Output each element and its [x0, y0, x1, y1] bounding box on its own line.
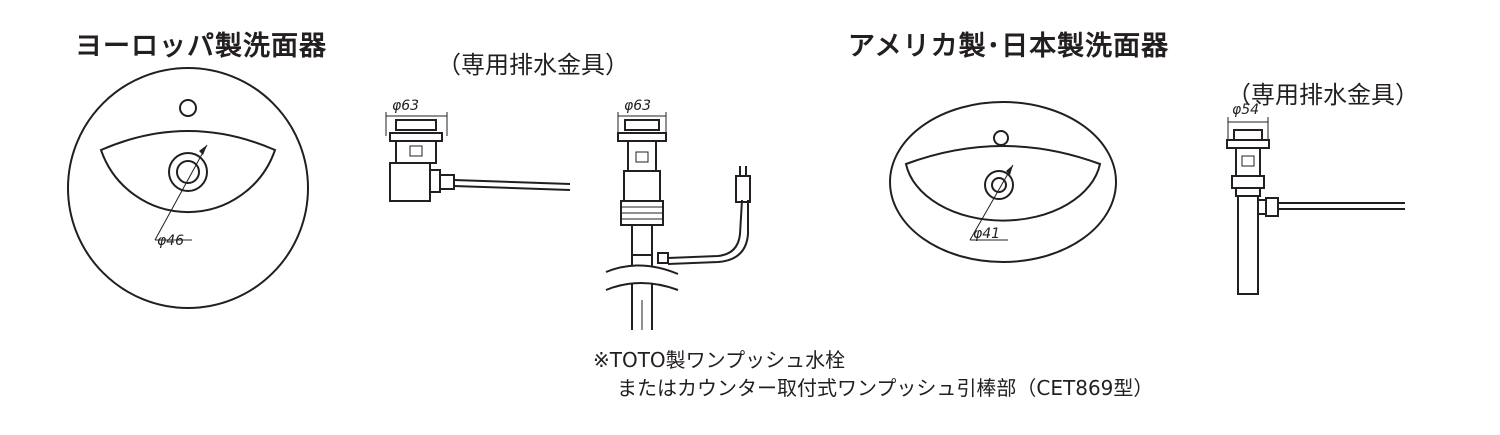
note-line-2: またはカウンター取付式ワンプッシュ引棒部（CET869型） [617, 376, 1154, 400]
faucet-hole-icon [993, 130, 1009, 146]
european-drain-2-drawing: φ63 [605, 98, 751, 330]
drain-2-dimension: φ63 [624, 98, 651, 114]
note-line-1: ※TOTO製ワンプッシュ水栓 [593, 348, 846, 372]
american-japanese-basin-title: アメリカ製･日本製洗面器 [848, 31, 1170, 62]
american-basin-drawing: φ41 [889, 101, 1117, 263]
american-drain-dimension: φ54 [1232, 102, 1259, 118]
american-drain-drawing: φ54 [1226, 102, 1405, 295]
european-drain-subtitle: （専用排水金具） [437, 51, 629, 79]
american-drain-subtitle: （専用排水金具） [1227, 81, 1419, 109]
faucet-hole-icon [179, 99, 197, 117]
european-basin-title: ヨーロッパ製洗面器 [75, 31, 327, 62]
american-basin-dimension: φ41 [973, 226, 1000, 242]
european-basin-dimension: φ46 [157, 233, 184, 249]
european-basin-drawing: φ46 [67, 67, 309, 309]
european-drain-1-drawing: φ63 [385, 98, 571, 202]
drain-1-dimension: φ63 [392, 98, 419, 114]
